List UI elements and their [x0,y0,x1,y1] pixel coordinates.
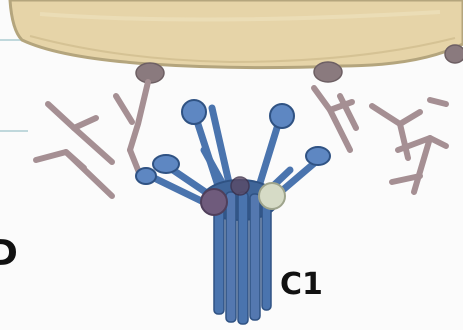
edge-label-fragment: D [0,236,18,272]
grid-ticks [0,40,28,131]
c1-label: C1 [280,270,323,300]
cell-surface-icon [10,0,463,68]
